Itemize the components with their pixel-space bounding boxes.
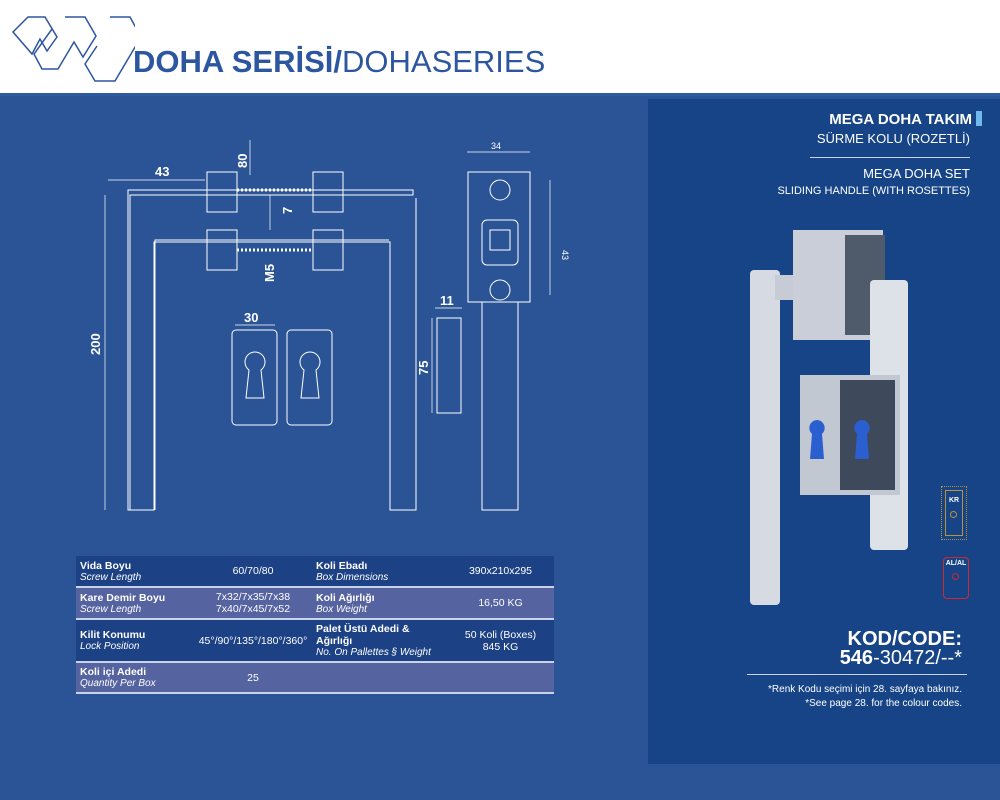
dim-30: 30 (244, 310, 258, 325)
spec-label: Koli Ağırlığı (316, 591, 375, 604)
accent-marker (976, 111, 982, 126)
spec-value: 16,50 KG (478, 597, 523, 609)
spec-label-en: Quantity Per Box (80, 678, 156, 689)
code-prefix: 546 (839, 647, 874, 669)
spec-label: Kilit Konumu (80, 629, 146, 641)
product-photo (750, 230, 908, 605)
swatch-label: KR (948, 497, 960, 504)
spec-label: Koli Ebadı (316, 559, 368, 572)
spec-value: 7x32/7x35/7x38 (215, 591, 291, 603)
brand-logo (11, 16, 135, 82)
dimension-lines (104, 140, 551, 510)
spec-label-en: Screw Length (80, 571, 142, 583)
dim-80: 80 (235, 154, 250, 168)
spec-value: 25 (247, 671, 259, 684)
dim-11: 11 (440, 293, 454, 308)
handle-side-view (127, 171, 417, 511)
spec-value: 390x210x295 (468, 565, 533, 577)
product-name-tr: MEGA DOHA TAKIM (829, 111, 982, 128)
dim-34: 34 (491, 141, 501, 151)
hole-icon (950, 511, 957, 518)
dim-75: 75 (416, 361, 431, 375)
spec-label-en: Screw Length (80, 603, 142, 615)
technical-drawing: 43 80 7 M5 200 30 34 43 11 75 (88, 140, 570, 511)
spec-value: 50 Koli (Boxes) (464, 628, 537, 641)
spec-value: 845 KG (482, 640, 519, 653)
dim-m5: M5 (262, 264, 277, 282)
page-title: DOHA SERİSİ/DOHASERIES (133, 44, 545, 80)
code-label: KOD/CODE: (847, 628, 962, 650)
dim-200: 200 (88, 333, 103, 355)
spec-value: 45°/90°/135°/180°/360° (198, 634, 308, 647)
product-subtitle-tr: SÜRME KOLU (ROZETLİ) (816, 131, 970, 146)
spec-label-en: No. On Pallettes § Weight (316, 647, 431, 658)
product-name-en: MEGA DOHA SET (863, 166, 970, 181)
spec-label: Vida Boyu (80, 559, 132, 572)
hole-icon (952, 573, 959, 580)
divider (810, 157, 970, 158)
product-subtitle-en: SLIDING HANDLE (WITH ROSETTES) (777, 185, 970, 197)
title-light: DOHASERIES (342, 44, 546, 79)
note-en: *See page 28. for the colour codes. (805, 698, 962, 709)
code-number: -30472/--* (873, 647, 962, 669)
swatch-label: AL/AL (945, 560, 967, 567)
dim-7: 7 (280, 207, 295, 214)
swatch-kr[interactable]: KR (941, 486, 967, 540)
right-footer-strip (648, 764, 1000, 800)
header: DOHA SERİSİ/DOHASERIES (0, 0, 1000, 96)
spec-label-en: Box Weight (316, 603, 367, 615)
swatch-al-al[interactable]: AL/AL (943, 557, 969, 599)
dim-43-width: 43 (155, 164, 169, 179)
spec-value: 7x40/7x45/7x52 (215, 603, 291, 615)
spec-label-en: Box Dimensions (316, 571, 389, 583)
handle-front-view (436, 171, 531, 511)
spec-label: Palet Üstü Adedi & Ağırlığı (316, 623, 410, 647)
spec-value: 60/70/80 (232, 565, 274, 577)
dim-43-height: 43 (560, 250, 570, 260)
title-bold: DOHA SERİSİ/ (133, 44, 342, 79)
spec-label: Koli içi Adedi (80, 666, 147, 678)
rosettes (231, 329, 333, 426)
spec-label-en: Lock Position (80, 641, 140, 652)
spec-label: Kare Demir Boyu (80, 591, 166, 604)
divider (747, 674, 967, 675)
product-code: 546-30472/--* (840, 647, 962, 670)
note-tr: *Renk Kodu seçimi için 28. sayfaya bakın… (768, 684, 962, 695)
